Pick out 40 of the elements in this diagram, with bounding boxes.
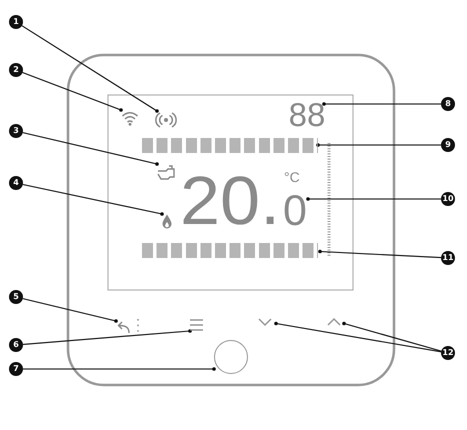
tap-icon	[157, 164, 177, 180]
leader-line	[22, 184, 164, 216]
signal-icon	[157, 111, 175, 129]
flame-icon	[162, 214, 172, 229]
leader-line	[22, 298, 118, 323]
segment-display	[142, 138, 318, 153]
callout-number: 5	[9, 290, 23, 304]
leader-line	[316, 143, 441, 147]
segment-display	[142, 243, 318, 258]
unit-label: °C	[284, 170, 300, 184]
callout-number: 6	[9, 338, 23, 352]
callout-number: 2	[9, 63, 23, 77]
chevron-up-icon	[327, 318, 342, 327]
callout-number: 9	[441, 138, 455, 152]
wifi-icon	[121, 110, 139, 126]
round-button	[214, 340, 248, 374]
callout-number: 1	[9, 15, 23, 29]
back-arrow-icon	[116, 321, 131, 333]
callout-number: 3	[9, 124, 23, 138]
callout-number: 12	[441, 346, 455, 360]
leader-line	[274, 322, 442, 352]
decimal-digit: 0	[282, 195, 308, 228]
menu-icon	[190, 319, 203, 331]
callout-number: 8	[441, 97, 455, 111]
leader-line	[342, 322, 442, 352]
digit-display: 88	[290, 103, 324, 128]
leader-line	[22, 132, 159, 166]
temperature-reading: 20.	[180, 166, 280, 236]
callout-number: 4	[9, 176, 23, 190]
callout-number: 10	[441, 192, 455, 206]
chevron-down-icon	[258, 318, 274, 327]
leader-line	[22, 329, 192, 345]
leader-line	[306, 197, 441, 201]
leader-line	[23, 367, 216, 371]
leader-line	[322, 102, 441, 106]
callout-number: 7	[9, 362, 23, 376]
leader-line	[318, 250, 442, 258]
callout-number: 11	[441, 251, 455, 265]
leader-line	[22, 25, 159, 113]
leader-line	[22, 72, 123, 112]
